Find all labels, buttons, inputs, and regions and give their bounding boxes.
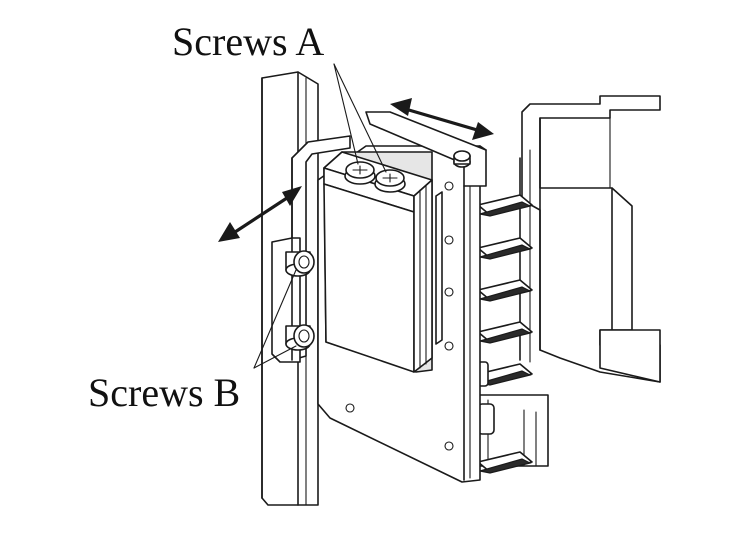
plate-hole [444, 235, 454, 245]
label-screws-b: Screws B [88, 370, 240, 415]
right-frame-structure [477, 95, 661, 467]
screws-a-leader [333, 63, 387, 173]
screws-a [344, 161, 406, 193]
screw-a2 [374, 169, 406, 193]
adjust-arrow-icon [390, 98, 494, 140]
plate-hole [444, 181, 454, 191]
screws-b-leader [253, 269, 297, 369]
label-screws-a: Screws A [172, 19, 324, 64]
adjust-arrow-icon [218, 186, 302, 242]
screw-a1 [344, 161, 376, 185]
screws-b [285, 250, 315, 351]
plate-hole [444, 441, 454, 451]
screw-b2 [285, 324, 315, 351]
boss-nut [453, 150, 471, 168]
plate-hole [444, 341, 454, 351]
screw-b1 [285, 250, 315, 277]
plate-hole [345, 403, 355, 413]
plate-hole [444, 287, 454, 297]
